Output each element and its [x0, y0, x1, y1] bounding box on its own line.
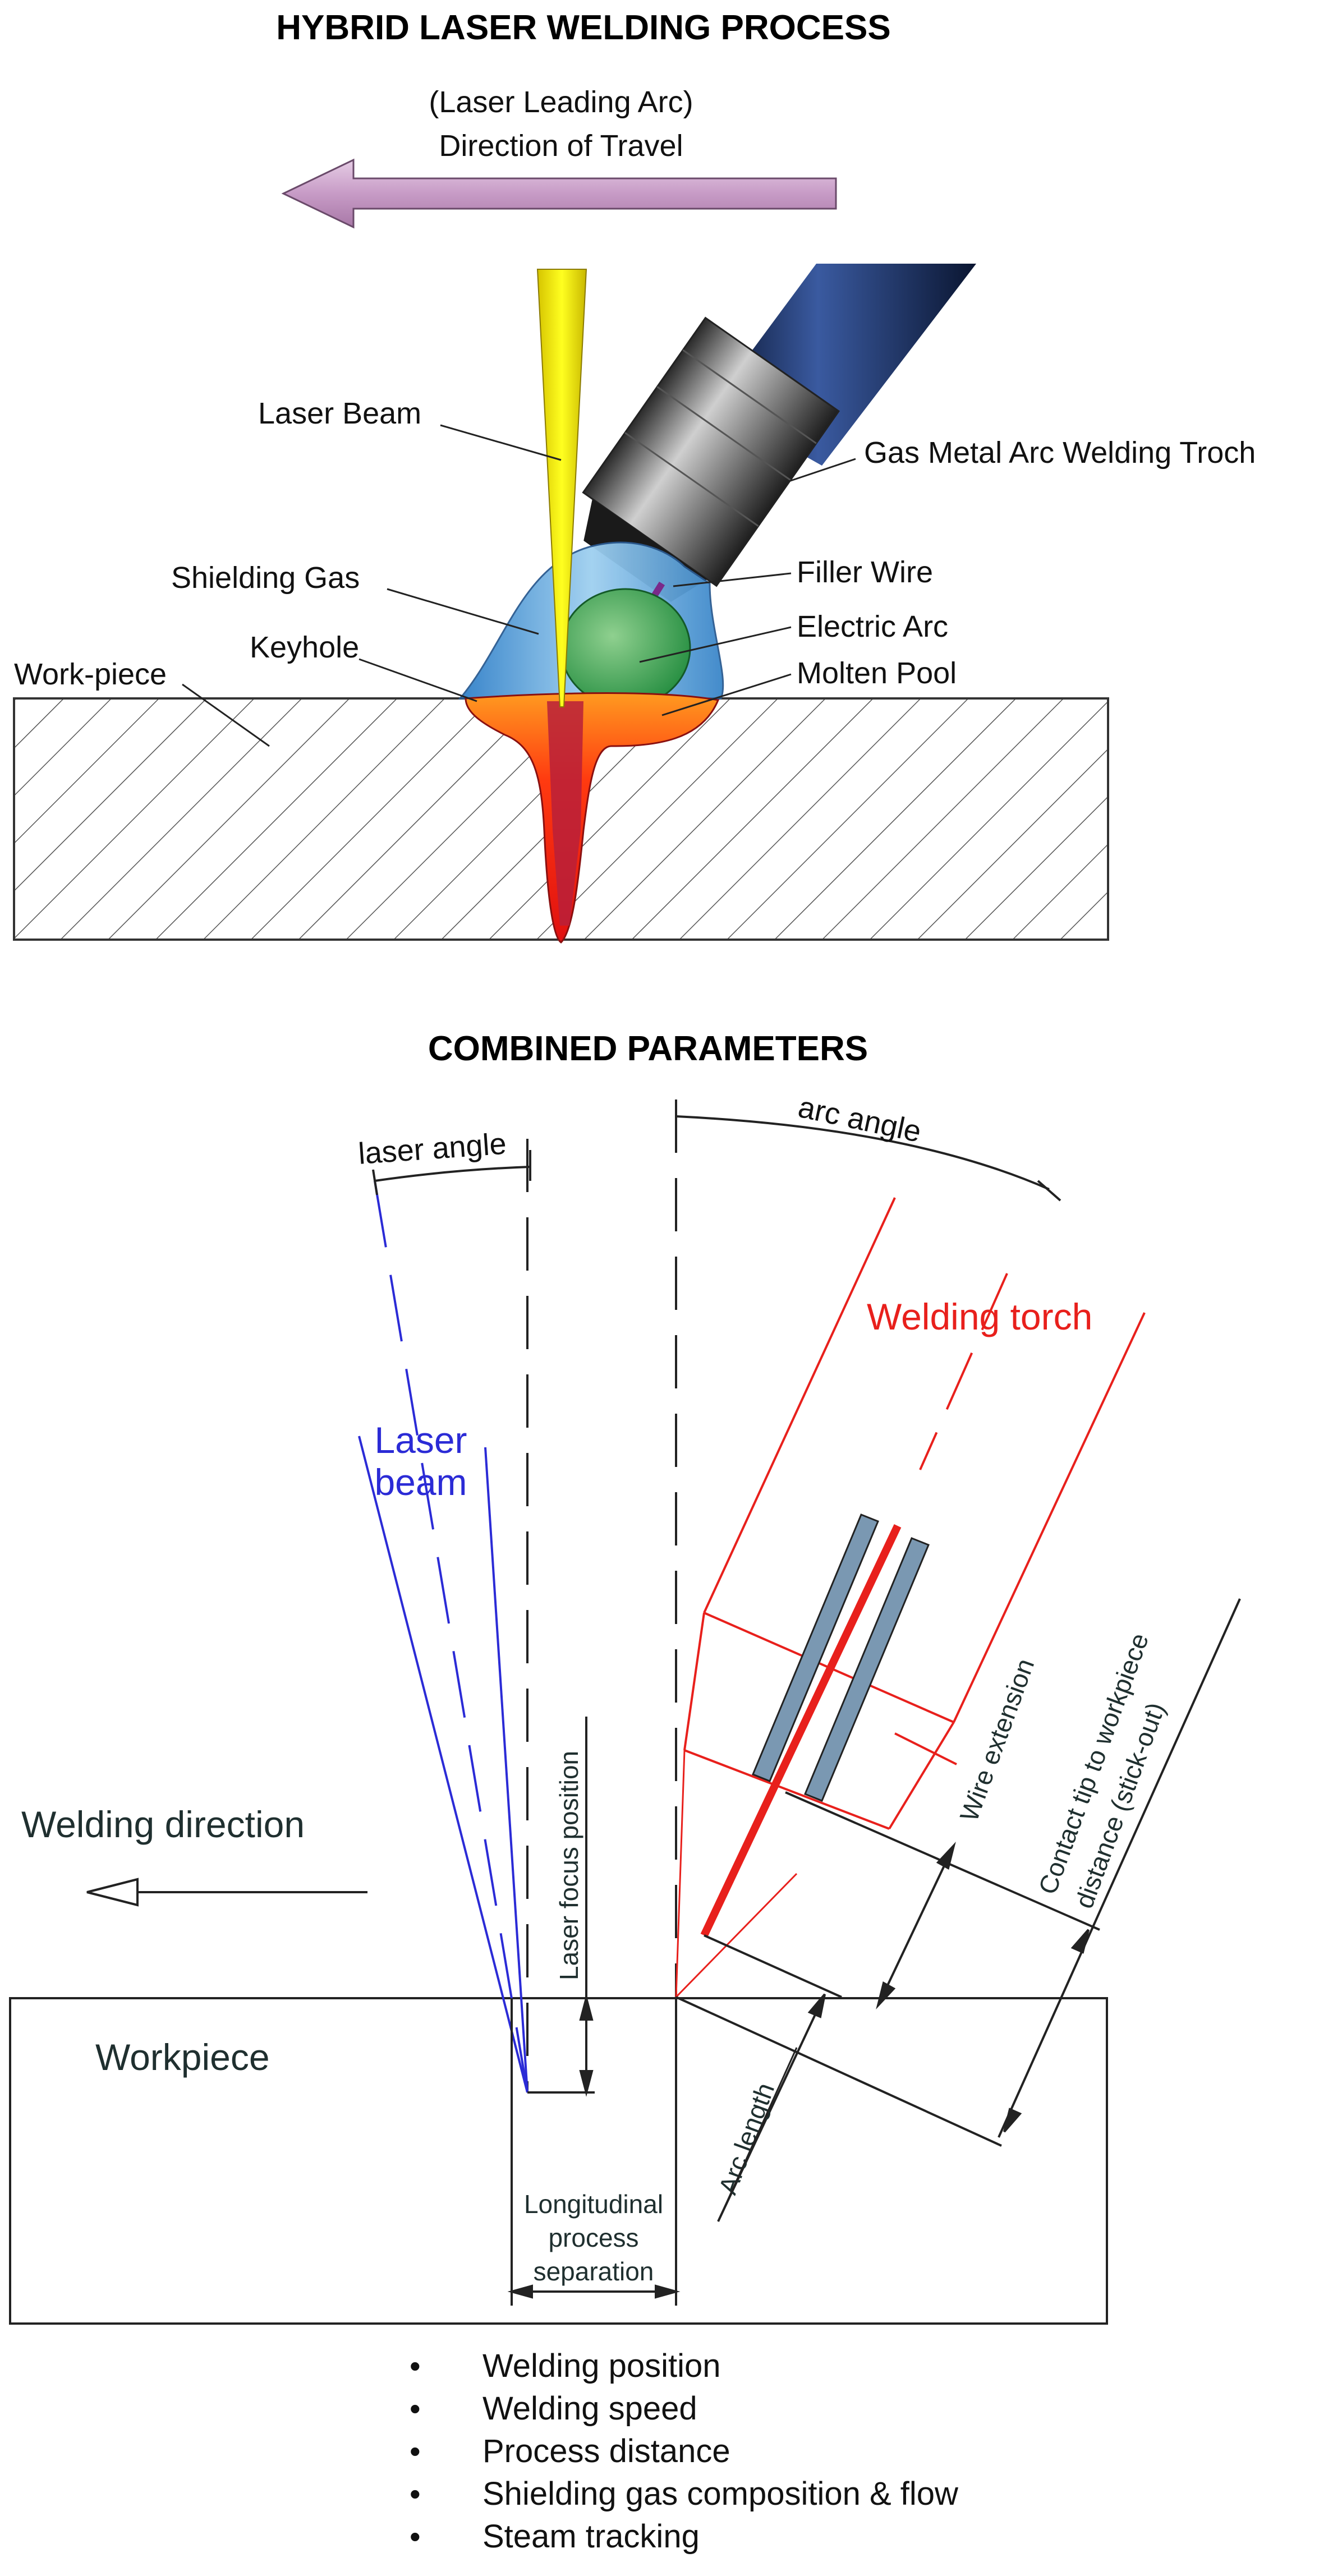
label-separation-3: separation	[534, 2257, 654, 2286]
label-separation-2: process	[548, 2223, 638, 2252]
laser-beam	[536, 269, 587, 707]
electric-arc	[560, 588, 691, 708]
arc-length-underline	[717, 2047, 798, 2222]
label-arc-length: Arc length	[713, 2079, 780, 2198]
label-wire-extension: Wire extension	[954, 1655, 1040, 1825]
parameter-list: Welding position Welding speed Process d…	[393, 2345, 1234, 2558]
travel-caption-2: Direction of Travel	[439, 129, 683, 163]
bottom-title: COMBINED PARAMETERS	[428, 1029, 868, 1068]
label-laser-angle: laser angle	[357, 1127, 508, 1171]
top-leader-lines	[182, 424, 856, 747]
arc-angle-dimension	[675, 1115, 1061, 1202]
label-filler-wire: Filler Wire	[797, 555, 933, 589]
laser-focus-dimension	[527, 1717, 595, 2097]
parameter-item: Process distance	[393, 2430, 1234, 2473]
parameter-item: Welding speed	[393, 2388, 1234, 2430]
laser-angle-dimension	[372, 1150, 531, 1195]
separation-dimension	[507, 1998, 681, 2306]
parameter-item: Welding position	[393, 2345, 1234, 2388]
label-workpiece-bottom: Workpiece	[95, 2036, 270, 2078]
label-laser-beam: Laser Beam	[258, 397, 421, 430]
travel-caption-1: (Laser Leading Arc)	[429, 85, 693, 119]
parameter-item: Shielding gas composition & flow	[393, 2473, 1234, 2515]
label-workpiece: Work-piece	[14, 657, 167, 691]
label-laser-focus-position: Laser focus position	[554, 1751, 583, 1980]
label-keyhole: Keyhole	[250, 631, 359, 664]
top-title: HYBRID LASER WELDING PROCESS	[276, 8, 890, 47]
welding-direction-arrow	[86, 1878, 367, 1907]
laser-beam-lines	[358, 1180, 528, 2093]
label-welding-torch: Welding torch	[867, 1296, 1092, 1337]
label-arc-angle: arc angle	[796, 1090, 925, 1149]
label-shielding-gas: Shielding Gas	[171, 561, 360, 595]
travel-arrow	[281, 158, 837, 229]
keyhole	[547, 701, 583, 926]
molten-pool	[465, 692, 720, 944]
label-molten-pool: Molten Pool	[797, 656, 957, 690]
label-laser-beam-2: beam	[374, 1461, 467, 1503]
label-laser-beam-1: Laser	[374, 1419, 467, 1461]
label-welding-direction: Welding direction	[21, 1804, 305, 1845]
workpiece-box	[9, 1997, 1108, 2325]
label-electric-arc: Electric Arc	[797, 610, 948, 643]
label-separation-1: Longitudinal	[524, 2189, 663, 2219]
filler-wire-line	[700, 1524, 902, 1937]
contact-tube	[752, 1514, 930, 1802]
label-torch: Gas Metal Arc Welding Troch	[864, 436, 1256, 470]
parameter-item: Steam tracking	[393, 2515, 1234, 2558]
